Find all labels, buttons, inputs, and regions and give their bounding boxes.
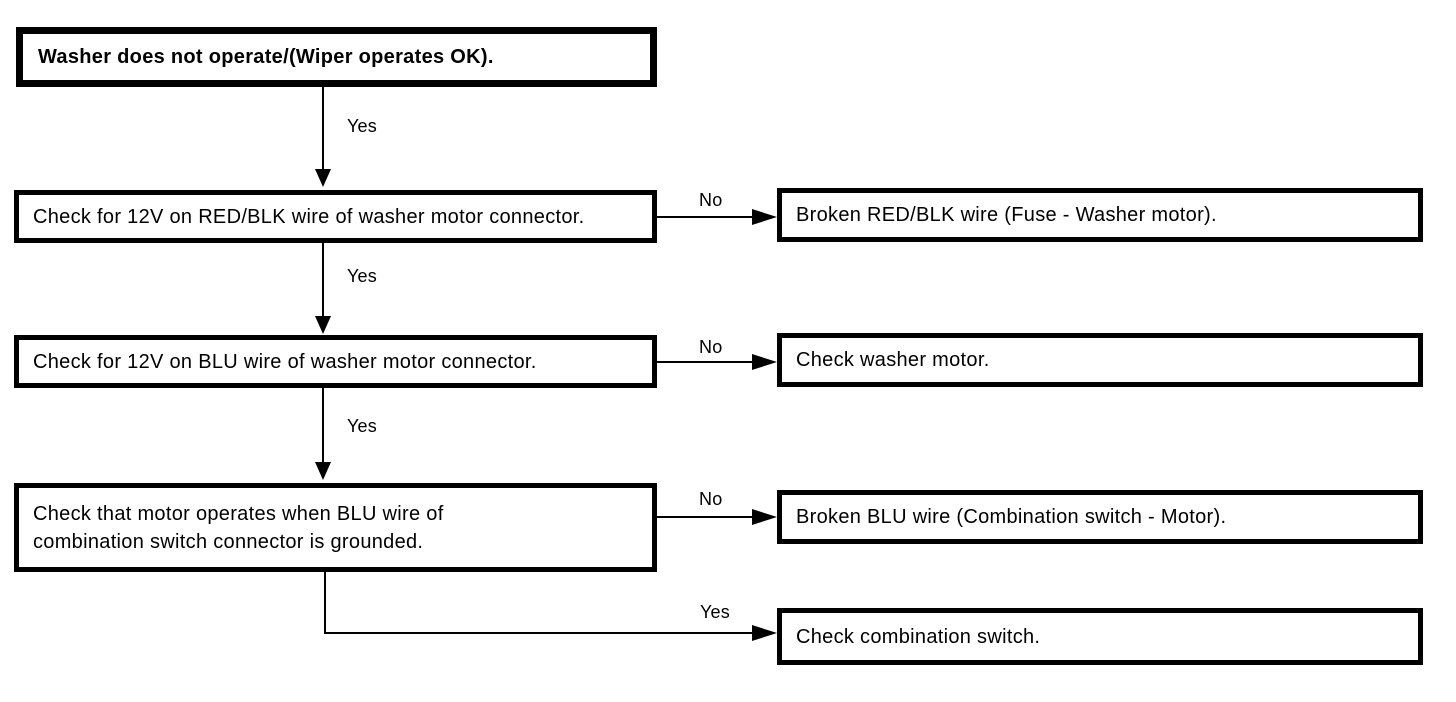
connector-check3-to-result4 xyxy=(324,632,753,634)
arrowhead-down-icon xyxy=(315,316,331,334)
arrowhead-down-icon xyxy=(315,462,331,480)
edge-label-yes-2: Yes xyxy=(345,266,379,287)
connector-start-to-check1 xyxy=(322,87,324,171)
edge-label-no-1: No xyxy=(697,190,725,211)
connector-check3-to-result3 xyxy=(657,516,754,518)
flow-node-check-redblk-12v: Check for 12V on RED/BLK wire of washer … xyxy=(14,190,657,243)
arrowhead-right-icon xyxy=(752,509,777,525)
edge-label-yes-1: Yes xyxy=(345,116,379,137)
connector-check3-elbow-down xyxy=(324,572,326,634)
connector-check1-to-result1 xyxy=(657,216,754,218)
arrowhead-down-icon xyxy=(315,169,331,187)
arrowhead-right-icon xyxy=(752,625,777,641)
edge-label-no-2: No xyxy=(697,337,725,358)
flow-node-result-check-combination-switch: Check combination switch. xyxy=(777,608,1423,665)
flow-node-result-broken-blu: Broken BLU wire (Combination switch - Mo… xyxy=(777,490,1423,544)
connector-check1-to-check2 xyxy=(322,243,324,318)
flow-node-result-broken-redblk: Broken RED/BLK wire (Fuse - Washer motor… xyxy=(777,188,1423,242)
arrowhead-right-icon xyxy=(752,354,777,370)
edge-label-yes-4: Yes xyxy=(698,602,732,623)
connector-check2-to-check3 xyxy=(322,388,324,464)
flow-node-check-blu-12v: Check for 12V on BLU wire of washer moto… xyxy=(14,335,657,388)
edge-label-yes-3: Yes xyxy=(345,416,379,437)
arrowhead-right-icon xyxy=(752,209,777,225)
flow-node-check-motor-grounded: Check that motor operates when BLU wire … xyxy=(14,483,657,572)
flow-node-start: Washer does not operate/(Wiper operates … xyxy=(16,27,657,87)
flow-node-result-check-washer-motor: Check washer motor. xyxy=(777,333,1423,387)
edge-label-no-3: No xyxy=(697,489,725,510)
connector-check2-to-result2 xyxy=(657,361,754,363)
